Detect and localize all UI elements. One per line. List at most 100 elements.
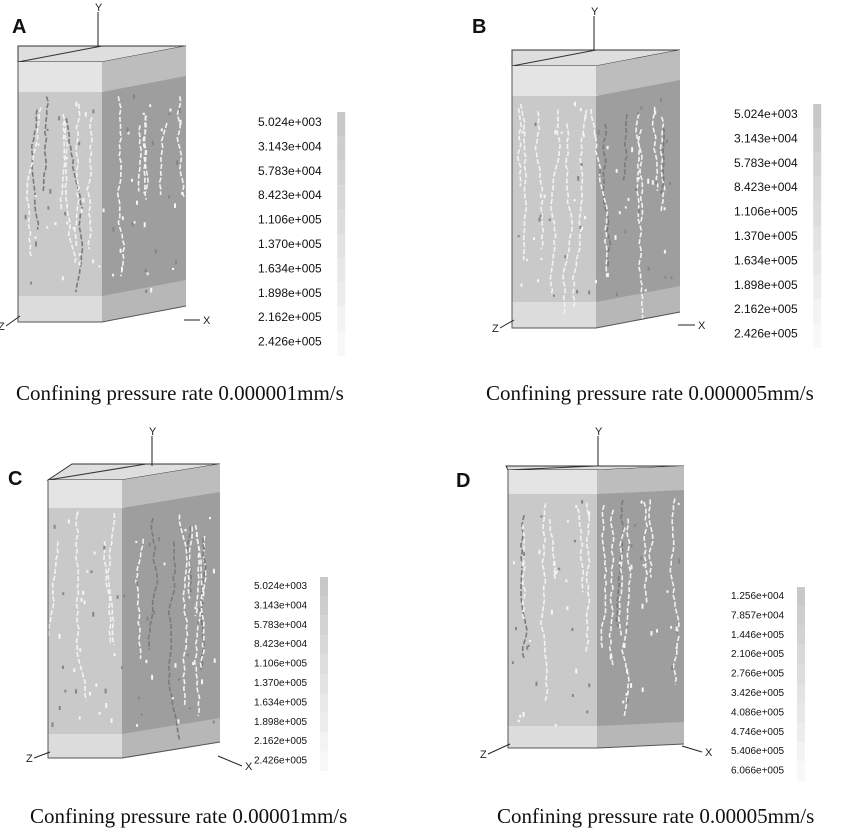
- crack-speck: [89, 691, 91, 696]
- side-face: [596, 50, 680, 328]
- crack: [194, 532, 201, 617]
- crack-speck: [82, 198, 85, 203]
- legend-label: 5.024e+003: [734, 107, 798, 121]
- crack-speck: [131, 222, 134, 227]
- legend-label: 3.143e+004: [258, 139, 322, 153]
- crack-speck: [146, 616, 149, 621]
- caption-b: Confining pressure rate 0.000005mm/s: [486, 381, 814, 405]
- legend-swatch: [320, 732, 328, 752]
- legend-label: 2.162e+005: [254, 736, 308, 747]
- crack: [178, 514, 189, 707]
- crack-speck: [102, 208, 105, 213]
- crack-speck: [664, 276, 667, 279]
- top-cap-side: [102, 46, 186, 92]
- crack: [62, 113, 77, 265]
- legend-swatch: [320, 674, 328, 694]
- crack-speck: [584, 114, 587, 119]
- crack-speck: [651, 180, 654, 185]
- legend-label: 2.162e+005: [734, 302, 798, 316]
- crack: [106, 512, 116, 646]
- crack-speck: [576, 289, 579, 294]
- crack-speck: [640, 500, 643, 504]
- crack-speck: [103, 545, 106, 550]
- z-axis-line: [487, 743, 511, 755]
- crack-speck: [543, 194, 546, 199]
- crack: [659, 116, 666, 213]
- crack-speck: [176, 160, 179, 165]
- crack-speck: [54, 222, 57, 226]
- x-axis-label: X: [705, 747, 713, 759]
- crack-speck: [577, 176, 580, 181]
- crack-speck: [637, 208, 640, 214]
- crack: [200, 537, 207, 670]
- crack: [621, 518, 632, 717]
- crack-speck: [548, 218, 551, 221]
- crack-speck: [529, 639, 531, 643]
- legend-label: 2.426e+005: [258, 335, 322, 349]
- crack-speck: [149, 104, 152, 108]
- crack-speck: [136, 724, 139, 727]
- legend-label: 8.423e+004: [734, 180, 798, 194]
- crack: [660, 127, 666, 194]
- crack-speck: [110, 718, 113, 723]
- crack: [158, 122, 168, 196]
- color-legend: 5.024e+0033.143e+0045.783e+0048.423e+004…: [258, 112, 346, 356]
- crack-speck: [588, 511, 591, 517]
- crack-speck: [95, 683, 98, 687]
- crack-speck: [594, 134, 597, 137]
- crack-speck: [663, 249, 666, 254]
- legend-label: 5.783e+004: [254, 620, 308, 631]
- crack-speck: [540, 515, 543, 518]
- crack-speck: [46, 226, 49, 229]
- crack-speck: [539, 214, 542, 218]
- crack-speck: [212, 568, 215, 574]
- crack-speck: [30, 281, 33, 285]
- legend-label: 3.143e+004: [734, 131, 798, 145]
- legend-label: 1.634e+005: [258, 261, 322, 275]
- bottom-cap-front: [18, 296, 104, 322]
- crack-speck: [67, 519, 70, 524]
- crack-speck: [618, 561, 621, 565]
- crack-speck: [606, 145, 609, 150]
- crack-speck: [626, 625, 629, 628]
- legend-label: 2.426e+005: [734, 327, 798, 341]
- crack-speck: [189, 707, 191, 710]
- crack-pattern: [47, 511, 216, 740]
- y-axis-label: Y: [149, 426, 157, 438]
- legend-swatch: [337, 331, 346, 356]
- crack-speck: [143, 222, 146, 228]
- crack-speck: [90, 570, 93, 574]
- crack-speck: [560, 131, 563, 134]
- crack-speck: [622, 700, 625, 704]
- crack-speck: [675, 626, 678, 632]
- crack-speck: [581, 500, 584, 504]
- crack-speck: [174, 203, 176, 208]
- crack: [25, 107, 42, 258]
- legend-label: 1.256e+004: [731, 591, 785, 602]
- legend-swatch: [813, 201, 822, 226]
- crack-speck: [65, 157, 68, 160]
- crack-speck: [588, 683, 591, 688]
- crack: [651, 106, 659, 191]
- crack-speck: [641, 687, 644, 693]
- panel-letter-c: C: [8, 468, 23, 490]
- crack-speck: [194, 606, 197, 610]
- crack-speck: [177, 719, 180, 724]
- crack-speck: [133, 221, 136, 224]
- legend-label: 5.406e+005: [731, 746, 785, 757]
- crack-speck: [573, 199, 576, 202]
- top-cap-side: [596, 50, 680, 96]
- crack-speck: [618, 211, 621, 215]
- legend-label: 1.106e+005: [258, 213, 322, 227]
- crack-speck: [174, 663, 177, 668]
- crack-speck: [521, 563, 524, 567]
- color-legend: 1.256e+0047.857e+0041.446e+0052.106e+005…: [731, 587, 805, 781]
- crack-speck: [136, 581, 139, 586]
- z-axis-label: Z: [480, 749, 487, 761]
- crack-speck: [64, 211, 67, 216]
- crack-speck: [181, 191, 184, 195]
- crack-speck: [538, 217, 541, 222]
- crack-speck: [112, 227, 115, 232]
- crack-speck: [151, 140, 154, 146]
- legend-label: 8.423e+004: [254, 639, 308, 650]
